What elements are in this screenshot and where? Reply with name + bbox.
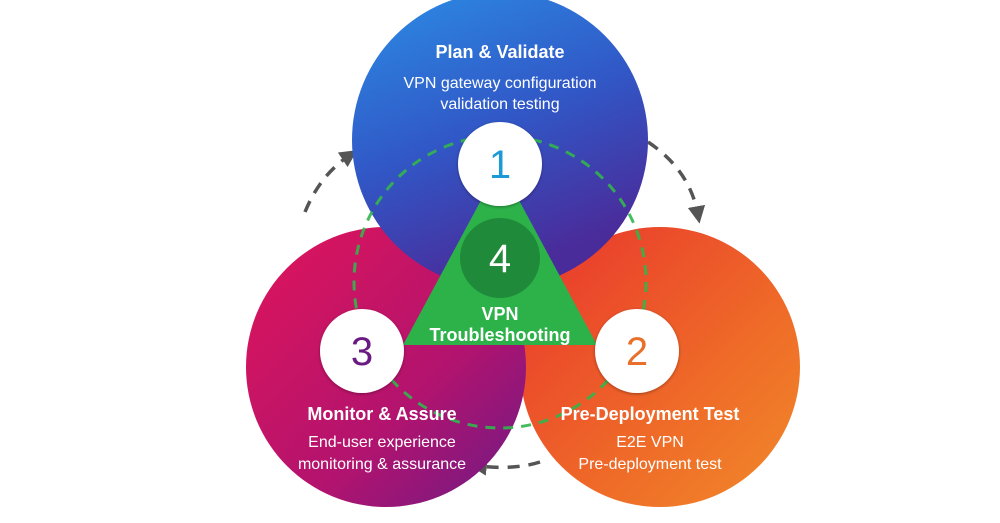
stage-badge-1-circle: [458, 122, 542, 206]
stage-badge-1: 1: [458, 122, 542, 206]
stage-1-title: Plan & Validate: [435, 42, 564, 62]
stage-number-1: 1: [489, 143, 511, 187]
stage-number-2: 2: [626, 330, 648, 374]
cycle-arrow-1-to-2: [647, 140, 706, 224]
core-label-line1: VPN: [481, 304, 518, 324]
stage-1-desc-line1: VPN gateway configuration: [404, 75, 597, 92]
stage-badge-2: 2: [595, 309, 679, 393]
stage-2-title: Pre-Deployment Test: [561, 404, 740, 424]
stage-badge-2-circle: [595, 309, 679, 393]
stage-2-desc-line2: Pre-deployment test: [578, 456, 722, 473]
stage-3-desc-line1: End-user experience: [308, 434, 456, 451]
cycle-arrows: [303, 140, 706, 476]
stage-1-desc-line2: validation testing: [440, 96, 559, 113]
cycle-arrow-2-to-3: [469, 458, 541, 476]
core-number-badge: [460, 218, 540, 298]
stage-number-3: 3: [351, 330, 373, 374]
stage-badge-3-circle: [320, 309, 404, 393]
cycle-arrow-3-to-1: [303, 150, 358, 213]
stage-2-desc-line1: E2E VPN: [616, 434, 684, 451]
stage-badge-3: 3: [320, 309, 404, 393]
core-label-line2: Troubleshooting: [430, 325, 571, 345]
core-number: 4: [489, 237, 511, 281]
stage-3-title: Monitor & Assure: [307, 404, 456, 424]
stage-3-desc-line2: monitoring & assurance: [298, 456, 466, 473]
